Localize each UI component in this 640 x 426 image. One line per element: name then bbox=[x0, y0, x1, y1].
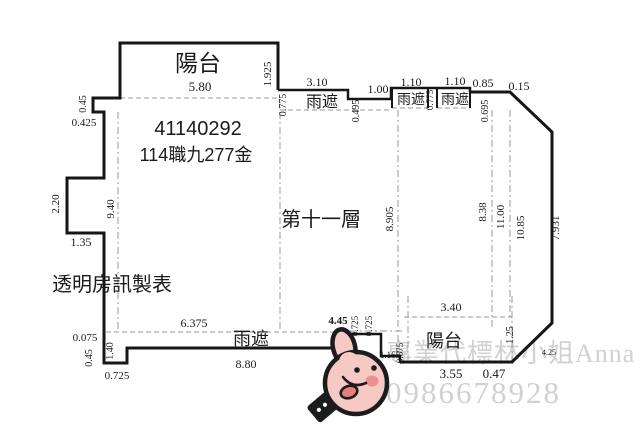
wall-segment bbox=[65, 41, 350, 365]
dim-right-top-ledge: 0.85 bbox=[473, 76, 494, 90]
dim-left-interior-height: 9.40 bbox=[105, 199, 117, 219]
dim-canopy2-width: 1.10 bbox=[401, 75, 422, 89]
dim-canopy3-drop: 0.695 bbox=[480, 100, 491, 123]
maker-watermark: 透明房訊製表 bbox=[52, 273, 172, 296]
dim-bottom-balcony-depth: 1.25 bbox=[505, 326, 516, 344]
room-label-top-balcony: 陽台 bbox=[175, 51, 221, 76]
thumbs-up-sticker bbox=[307, 327, 390, 423]
dim-top-balcony-width: 5.80 bbox=[189, 79, 212, 94]
dim-bottom-notch-b: 0.725 bbox=[364, 315, 374, 336]
dim-bottom-balcony-right: 0.47 bbox=[483, 366, 506, 381]
dim-bottom-balcony-inner-width: 3.40 bbox=[441, 300, 462, 314]
dim-bottom-left-box-height: 1.40 bbox=[105, 342, 116, 360]
dim-canopy-gap-drop: 0.495 bbox=[351, 100, 362, 123]
dim-bottom-notch-width: 1.165 bbox=[380, 350, 401, 360]
dim-interior-height-r1: 8.38 bbox=[477, 202, 489, 222]
dim-bottom-left-box-width: 0.725 bbox=[105, 370, 130, 382]
dim-canopy1-width: 3.10 bbox=[307, 75, 328, 89]
case-title: 114職九277金 bbox=[140, 145, 253, 165]
room-label-bottom-balcony: 陽台 bbox=[426, 331, 462, 351]
dim-left-step-width: 0.425 bbox=[72, 117, 97, 129]
sticker-mouth bbox=[341, 375, 368, 387]
dim-right-wall-height: 7.931 bbox=[550, 216, 562, 241]
room-label-canopy-3: 雨遮 bbox=[441, 92, 469, 108]
dim-bottom-diagonal: 4.25 bbox=[542, 348, 556, 357]
dim-bottom-notch-a: 0.725 bbox=[350, 315, 360, 336]
dimension-lines bbox=[106, 97, 513, 360]
dim-bottom-mid: 4.45 bbox=[328, 315, 348, 327]
dim-interior-height-mid: 8.905 bbox=[384, 206, 396, 231]
room-label-canopy-1: 雨遮 bbox=[306, 93, 338, 111]
floor-label: 第十一層 bbox=[281, 208, 361, 231]
dim-right-top-corner: 0.15 bbox=[509, 79, 530, 93]
dim-bottom-balcony-left-drop: 0.675 bbox=[395, 342, 405, 363]
sticker-eye-right bbox=[371, 365, 377, 371]
dim-left-step-height: 0.45 bbox=[78, 95, 89, 113]
dim-interior-height-r2: 11.00 bbox=[495, 204, 507, 229]
dim-bottom-interior-width: 6.375 bbox=[181, 316, 208, 330]
dim-bottom-canopy-width: 8.80 bbox=[236, 357, 257, 371]
dim-bottom-left-height: 0.45 bbox=[84, 349, 95, 367]
wall-segment bbox=[400, 90, 554, 364]
dim-left-bump-width: 1.35 bbox=[71, 235, 92, 249]
dim-bottom-left-step: 0.075 bbox=[73, 332, 98, 344]
sticker-eye-left bbox=[354, 367, 360, 373]
room-label-canopy-bottom: 雨遮 bbox=[233, 329, 269, 349]
dim-interior-height-r3: 10.85 bbox=[515, 215, 527, 240]
dim-bottom-balcony-width: 3.55 bbox=[440, 366, 463, 381]
sticker-cheek bbox=[365, 375, 379, 387]
dim-canopy1-left-drop: 0.775 bbox=[278, 94, 289, 117]
case-number: 41140292 bbox=[154, 118, 242, 140]
dim-canopy-gap-width: 1.00 bbox=[368, 82, 389, 96]
sticker-seam bbox=[339, 352, 359, 372]
dim-left-bump-height: 2.20 bbox=[50, 194, 62, 214]
dim-top-balcony-depth: 1.925 bbox=[262, 61, 274, 86]
dim-canopy-divider-width: 0.775 bbox=[425, 89, 435, 110]
phone-watermark: 0986678928 bbox=[386, 375, 561, 410]
room-label-canopy-2: 雨遮 bbox=[397, 92, 425, 108]
sticker-tongue bbox=[339, 384, 359, 400]
dim-canopy3-width: 1.10 bbox=[445, 74, 466, 88]
